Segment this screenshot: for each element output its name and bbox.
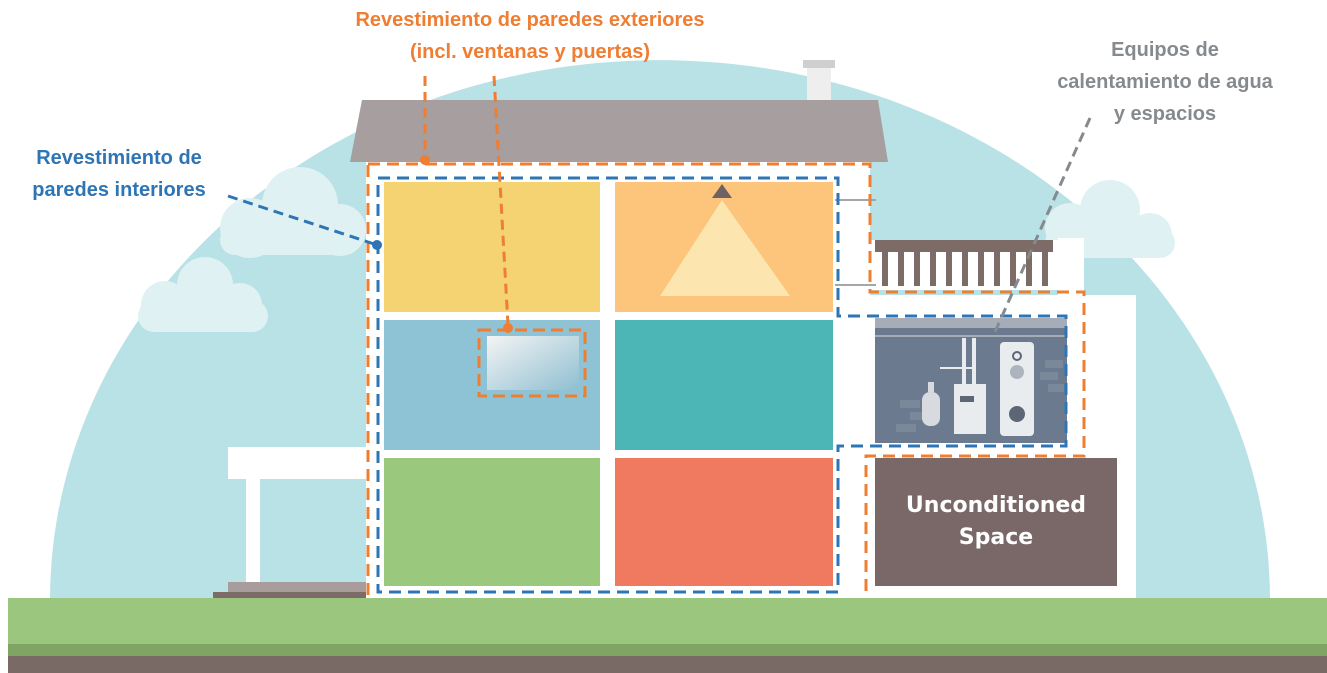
equipment-label-line2: calentamiento de agua	[1057, 71, 1273, 93]
interior-envelope-label: Revestimiento de paredes interiores	[0, 142, 238, 206]
equipment-leader	[993, 117, 1092, 333]
room-middle-right	[615, 320, 833, 450]
exterior-label-line1: Revestimiento de paredes exteriores	[355, 9, 705, 31]
room-lower-left	[384, 458, 600, 586]
exterior-envelope-outline	[366, 162, 1086, 606]
interior-label-line2: paredes interiores	[32, 179, 206, 201]
interior-leader	[227, 194, 375, 246]
expansion-tank-icon	[922, 382, 940, 426]
deck-post	[1058, 238, 1084, 298]
boiler-icon	[954, 338, 986, 434]
grass	[8, 598, 1327, 648]
window	[487, 336, 579, 390]
unconditioned-label-line1: Unconditioned	[905, 493, 1087, 518]
deck-rail-top	[875, 240, 1053, 252]
exterior-envelope-label: Revestimiento de paredes exteriores (inc…	[250, 4, 810, 68]
window-outline	[477, 328, 587, 398]
roof	[350, 100, 888, 162]
room-lower-right	[615, 458, 833, 586]
deck-balusters	[882, 250, 1048, 286]
interior-label-line1: Revestimiento de	[36, 147, 202, 169]
room-upper-left	[384, 182, 600, 312]
exterior-leader-2	[492, 75, 510, 326]
exterior-label-line2: (incl. ventanas y puertas)	[409, 41, 651, 63]
soil	[8, 656, 1327, 673]
equipment-label-line3: y espacios	[1113, 103, 1217, 125]
cloud-left-upper	[220, 167, 366, 258]
lamp-icon	[712, 184, 732, 198]
water-heater-icon	[1000, 342, 1034, 436]
unconditioned-space-label: Unconditioned Space	[875, 458, 1117, 586]
carport-roof	[228, 447, 368, 479]
unconditioned-space-box	[875, 458, 1117, 586]
carport-post	[246, 478, 260, 606]
equipment-label-line1: Equipos de	[1111, 39, 1219, 61]
bricks	[896, 360, 1064, 432]
unconditioned-label-line2: Space	[958, 525, 1034, 550]
interior-envelope-outline	[376, 176, 1068, 594]
step	[228, 582, 368, 594]
lamp-light	[660, 200, 790, 296]
equipment-label: Equipos de calentamiento de agua y espac…	[1010, 34, 1320, 130]
chimney	[807, 62, 831, 102]
cloud-left-lower	[138, 257, 268, 332]
